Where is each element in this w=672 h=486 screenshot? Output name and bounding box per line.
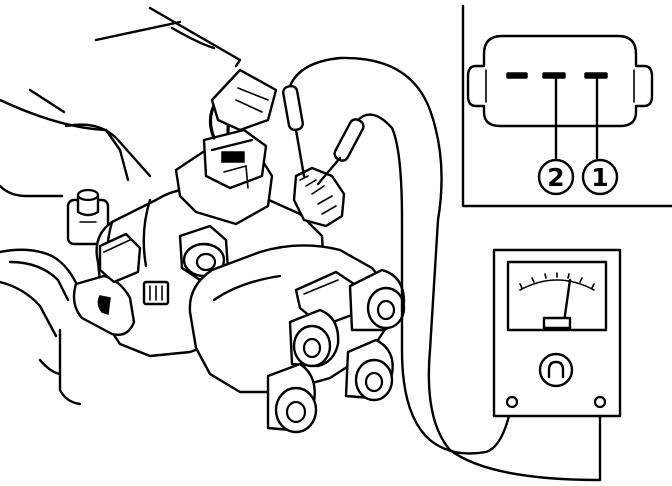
housing-terminal-strip [142,280,170,306]
engine-contour-1 [0,98,108,132]
clip-detail [235,99,263,113]
clamp-edge [103,239,131,253]
meter-scale-arc [519,279,595,291]
scale-tick [567,273,570,279]
probe-tip [316,156,342,186]
cap-tower-mid-right [288,308,340,368]
connector-housing [466,34,654,128]
probe-black [316,118,365,186]
probe-handle [333,118,365,162]
ohmmeter [492,248,622,418]
distributor-connector [174,128,274,226]
probe-handle [282,84,304,132]
scale-tick [531,277,535,283]
engine-contour-6 [0,280,58,338]
tower-hole [285,400,307,424]
connector-terminal-3 [506,72,528,79]
mounting-bolt [66,188,110,246]
probe-tip [294,128,306,178]
flange-slot [97,295,111,316]
engine-contour-5 [8,260,70,302]
cap-tower-bottom-left [266,362,318,434]
cap-tower-lower-right [344,338,394,402]
engine-contour-9 [58,328,82,406]
plug-detail [223,164,249,189]
cap-contour [212,274,282,302]
pin-1-label: 1 [591,163,608,192]
distributor [72,68,406,434]
pin-number-2: 2 [537,158,575,196]
needle-pivot-cover [542,316,572,330]
engine-contour-2 [28,88,66,114]
ohm-icon-symbol [547,360,565,379]
probe-red [282,84,306,178]
meter-terminal-positive [593,395,607,409]
clip-detail [237,87,269,101]
bolt-top [76,188,100,202]
connector-latch [221,151,245,163]
engine-contour-7 [64,123,152,178]
engine-contour-8 [104,128,130,182]
plug-top-edge [210,138,254,152]
scale-tick [591,283,595,289]
gear-body [292,166,346,228]
inset-frame [461,4,672,208]
engine-edge-upper [94,20,182,42]
pin-2-label: 2 [547,163,564,192]
ohm-icon-ring [538,352,574,388]
connector-terminal-1 [584,72,608,79]
pin-number-1: 1 [581,158,619,196]
ohm-icon [538,352,574,388]
scale-tick [519,283,523,289]
meter-needle [562,278,572,324]
connector-terminal-2 [542,72,566,79]
engine-block [0,6,242,406]
distributor-gear [292,166,346,228]
lead-inner [356,113,514,455]
knob-shading [189,243,213,249]
clamp-block [98,232,142,284]
test-probes [282,84,365,186]
engine-edge-top [148,6,242,68]
cap-tower-top-right [348,268,406,332]
harness-clip [210,68,278,132]
distributor-cap [188,244,406,434]
engine-contour-10 [38,358,62,376]
knob-center [195,252,217,272]
connector-inset: 2 1 [461,4,672,208]
lead-outer [288,56,602,482]
window-edge [303,279,339,295]
scale-tick [544,273,547,279]
engine-edge-inner [170,26,216,50]
tower-hole [302,337,322,359]
test-leads [288,56,602,482]
scale-tick [579,277,583,283]
engine-contour-3 [0,184,64,198]
housing-ridge [142,198,152,268]
tower-hole [376,299,396,321]
gear-teeth [299,175,337,215]
tower-hole [364,371,384,393]
meter-terminal-negative [505,395,519,409]
